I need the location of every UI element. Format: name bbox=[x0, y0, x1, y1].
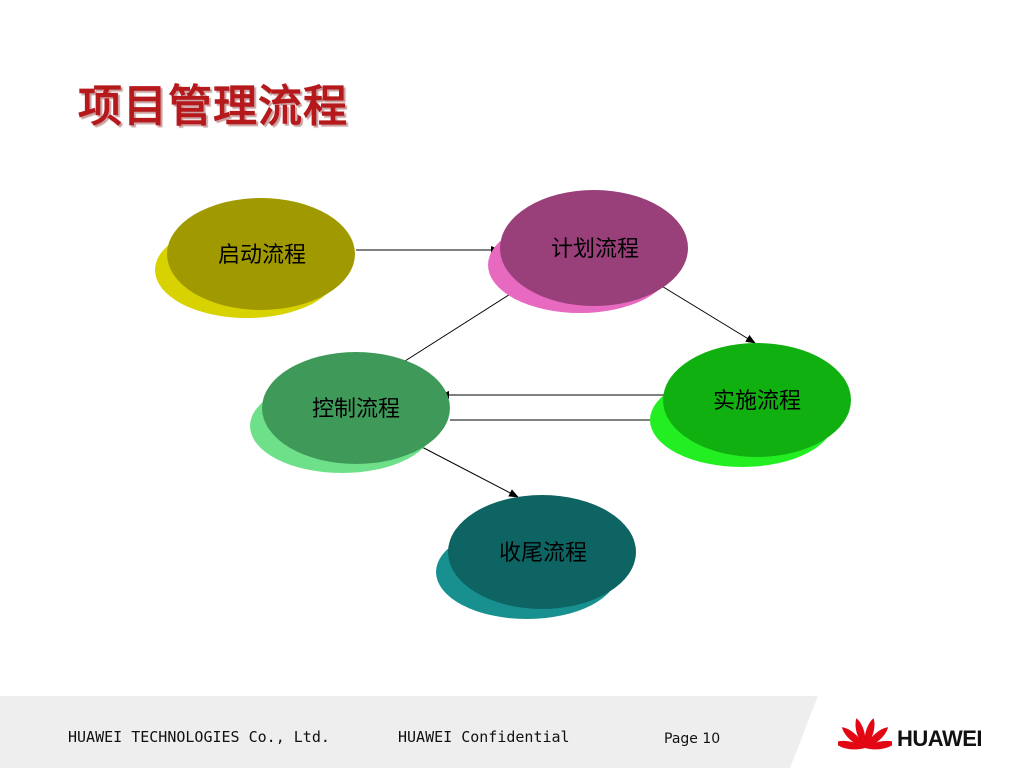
footer-bar: HUAWEI TECHNOLOGIES Co., Ltd. HUAWEI Con… bbox=[0, 696, 1024, 768]
process-flow-diagram: 启动流程 计划流程 控制流程 实施流程 收尾流程 bbox=[155, 190, 851, 619]
node-plan: 计划流程 bbox=[488, 190, 688, 313]
logo-petal bbox=[855, 718, 866, 748]
edge-control-to-close bbox=[419, 445, 519, 498]
logo-text: HUAWEI bbox=[897, 726, 983, 751]
huawei-logo: HUAWEI bbox=[790, 696, 1024, 768]
node-execute-ellipse bbox=[663, 343, 851, 457]
node-close-ellipse bbox=[448, 495, 636, 609]
node-control-label: 控制流程 bbox=[312, 397, 400, 422]
node-plan-ellipse bbox=[500, 190, 688, 306]
footer-company: HUAWEI TECHNOLOGIES Co., Ltd. bbox=[68, 728, 330, 746]
logo-petal bbox=[838, 740, 865, 750]
node-start-label: 启动流程 bbox=[218, 243, 306, 268]
edge-control-to-plan bbox=[404, 283, 527, 362]
node-execute-label: 实施流程 bbox=[713, 389, 801, 414]
node-control: 控制流程 bbox=[250, 352, 450, 473]
page-number: Page 10 bbox=[664, 731, 721, 747]
node-close-label: 收尾流程 bbox=[499, 541, 587, 566]
huawei-flower-icon bbox=[838, 718, 892, 750]
edge-plan-to-execute bbox=[659, 284, 756, 344]
logo-petal bbox=[865, 727, 889, 748]
logo-petal bbox=[841, 727, 865, 748]
page-title: 项目管理流程 bbox=[78, 81, 348, 132]
logo-petal bbox=[864, 718, 875, 748]
node-plan-label: 计划流程 bbox=[551, 237, 639, 262]
node-control-ellipse bbox=[262, 352, 450, 464]
node-close: 收尾流程 bbox=[436, 495, 636, 619]
node-start: 启动流程 bbox=[155, 198, 355, 318]
footer-confidential: HUAWEI Confidential bbox=[398, 728, 570, 746]
node-execute: 实施流程 bbox=[650, 343, 851, 467]
logo-petal bbox=[865, 740, 892, 750]
node-start-ellipse bbox=[167, 198, 355, 310]
